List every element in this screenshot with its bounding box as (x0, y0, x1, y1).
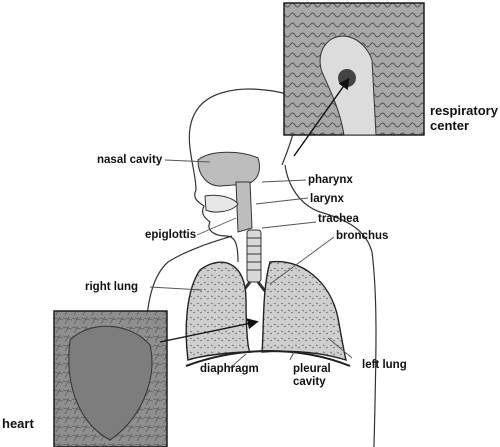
head-airway (197, 151, 261, 233)
label-heart: heart (2, 416, 34, 431)
label-left-lung: left lung (362, 359, 407, 371)
lungs (185, 260, 347, 362)
heart-inset (53, 310, 168, 447)
leader-lines (149, 159, 353, 369)
pointer-arrows (159, 77, 350, 343)
label-pleural-cavity: pleural cavity (293, 363, 331, 388)
label-respiratory-center: respiratory center (430, 103, 498, 133)
label-epiglottis: epiglottis (145, 229, 197, 241)
label-larynx: larynx (310, 193, 344, 205)
label-pharynx: pharynx (308, 174, 353, 186)
label-bronchus: bronchus (336, 230, 389, 242)
label-diaphragm: diaphragm (200, 363, 259, 375)
label-right-lung: right lung (85, 281, 139, 293)
brain-inset (283, 2, 425, 136)
label-nasal-cavity: nasal cavity (97, 154, 163, 166)
diaphragm-line (185, 350, 351, 367)
label-trachea: trachea (318, 213, 359, 225)
